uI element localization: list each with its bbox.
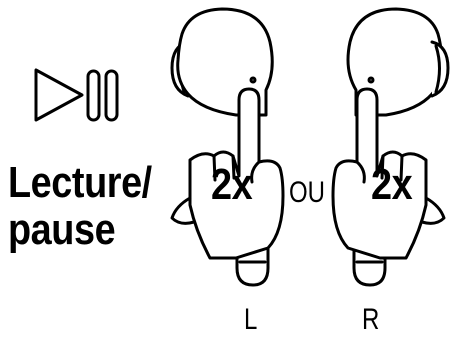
play-pause-icon <box>34 68 119 122</box>
action-label-line1: Lecture/ <box>8 158 152 207</box>
right-earbud-icon <box>331 7 450 287</box>
right-pointing-hand-icon <box>331 87 446 260</box>
left-earbud-label: L <box>244 303 258 336</box>
right-earbud-label: R <box>362 303 380 336</box>
left-tap-count: 2x <box>211 160 253 209</box>
or-separator: OU <box>289 176 325 209</box>
left-earbud-icon <box>170 7 285 287</box>
left-pointing-hand-icon <box>170 87 285 260</box>
action-label-line2: pause <box>8 205 116 254</box>
right-tap-count: 2x <box>371 160 413 209</box>
